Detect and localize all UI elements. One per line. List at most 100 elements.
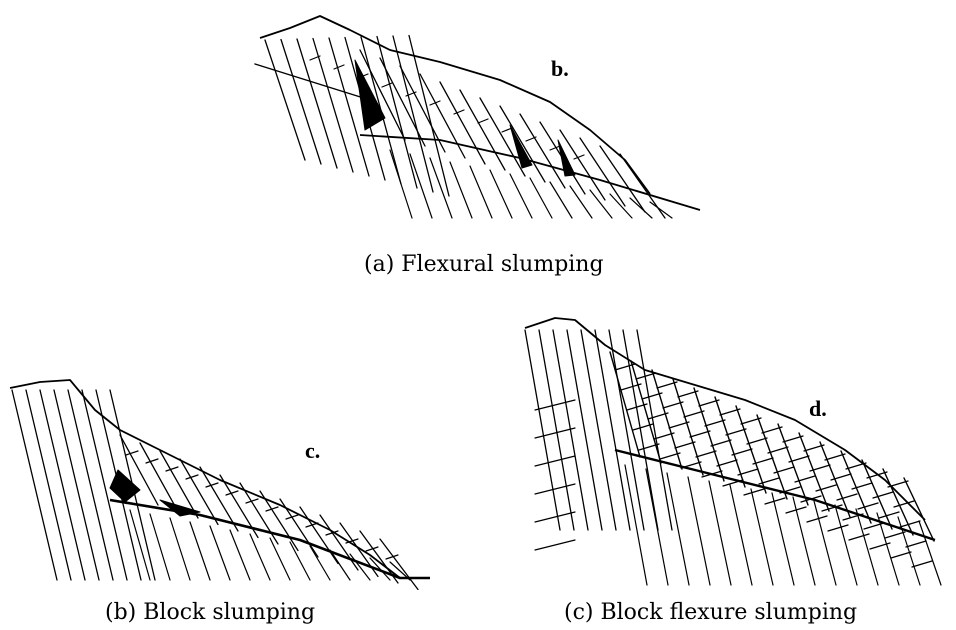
block-joint-line — [741, 418, 761, 424]
bedding-line — [350, 554, 370, 580]
block-joint-line — [828, 525, 848, 531]
block-joint-line — [804, 445, 824, 451]
block-column-line — [240, 483, 278, 544]
figure-label-b: b. — [551, 56, 569, 82]
block-joint-line — [615, 364, 635, 370]
tension-crack-fill — [510, 125, 532, 168]
bedding-line — [313, 39, 353, 173]
block-column-line — [280, 499, 318, 557]
block-joint-line — [660, 453, 680, 459]
bedding-line — [26, 390, 71, 580]
block-joint-line — [912, 561, 932, 567]
block-joint-line — [849, 534, 869, 540]
failure-surface-line — [360, 135, 700, 210]
bedding-line — [623, 330, 658, 530]
bedding-line — [688, 477, 710, 585]
bedding-line — [751, 489, 773, 585]
bedding-line — [470, 166, 492, 218]
block-joint-line — [696, 451, 716, 457]
block-joint-line — [837, 494, 857, 500]
cross-joint-line — [535, 484, 575, 494]
slope-surface-line — [10, 380, 400, 578]
figure-label-d: d. — [809, 396, 827, 422]
block-joint-line — [843, 514, 863, 520]
bedding-line — [290, 542, 310, 580]
block-joint-line — [726, 429, 746, 435]
bedding-line — [410, 154, 432, 218]
block-joint-line — [690, 431, 710, 437]
figure-flexural-slumping: b. — [240, 0, 720, 230]
bedding-line — [525, 330, 560, 530]
bedding-line — [297, 39, 337, 168]
block-joint-line — [669, 422, 689, 428]
block-flexure-slumping-drawing — [515, 300, 956, 590]
block-joint-line — [663, 402, 683, 408]
bedding-line — [450, 162, 472, 218]
block-column-line — [340, 523, 378, 577]
displaced-block-fill — [160, 500, 200, 516]
bedding-line — [530, 178, 552, 218]
block-joint-line — [885, 532, 905, 538]
block-joint-line — [675, 442, 695, 448]
block-column-line — [260, 491, 298, 551]
block-joint-line — [657, 382, 677, 388]
caption-flexural-slumping: (a) Flexural slumping — [364, 252, 604, 277]
bedding-line — [40, 390, 85, 580]
bedding-line — [553, 330, 588, 530]
block-joint-line — [906, 541, 926, 547]
bedding-line — [190, 522, 210, 580]
bedding-line — [265, 40, 305, 160]
block-joint-line — [654, 433, 674, 439]
block-joint-line — [768, 447, 788, 453]
bedding-line — [630, 198, 652, 218]
block-joint-line — [858, 503, 878, 509]
block-column-line — [841, 451, 871, 523]
block-joint-line — [699, 400, 719, 406]
bedding-line — [793, 497, 815, 585]
bedding-line — [570, 186, 592, 218]
block-joint-line — [888, 481, 908, 487]
block-joint-line — [146, 459, 158, 463]
block-column-line — [200, 467, 238, 531]
block-column-line — [140, 443, 178, 512]
block-joint-line — [891, 552, 911, 558]
bedding-line — [567, 330, 602, 530]
block-joint-line — [642, 393, 662, 399]
cross-joint-line — [535, 540, 575, 550]
block-joint-line — [717, 460, 737, 466]
block-slumping-drawing — [0, 370, 440, 590]
block-joint-line — [762, 427, 782, 433]
bedding-line — [430, 158, 452, 218]
block-column-line — [715, 397, 745, 487]
bedding-line — [550, 182, 572, 218]
bedding-line — [490, 170, 512, 218]
caption-block-slumping: (b) Block slumping — [105, 600, 315, 625]
cross-joint-line — [535, 428, 575, 438]
tension-crack-fill — [558, 140, 575, 176]
block-joint-line — [705, 420, 725, 426]
cross-joint-line — [478, 119, 488, 123]
block-joint-line — [807, 516, 827, 522]
figure-label-c: c. — [305, 438, 320, 464]
block-joint-line — [681, 462, 701, 468]
block-joint-line — [678, 391, 698, 397]
figure-block-slumping: c. — [0, 370, 440, 590]
bedding-line — [170, 518, 190, 580]
bedding-line — [772, 493, 794, 585]
bedding-line — [667, 473, 689, 585]
block-joint-line — [747, 438, 767, 444]
block-joint-line — [166, 467, 178, 471]
block-joint-line — [744, 489, 764, 495]
caption-block-flexure-slumping: (c) Block flexure slumping — [564, 600, 857, 625]
bedding-line — [637, 330, 672, 530]
block-joint-line — [900, 521, 920, 527]
figure-block-flexure-slumping: d. — [515, 300, 956, 590]
bedding-line — [650, 202, 672, 218]
block-column-line — [220, 475, 258, 538]
bedding-line — [270, 538, 290, 580]
bedding-line — [609, 330, 644, 530]
block-joint-line — [738, 469, 758, 475]
block-column-line — [862, 460, 892, 529]
joint-line — [255, 64, 370, 100]
block-joint-line — [879, 512, 899, 518]
